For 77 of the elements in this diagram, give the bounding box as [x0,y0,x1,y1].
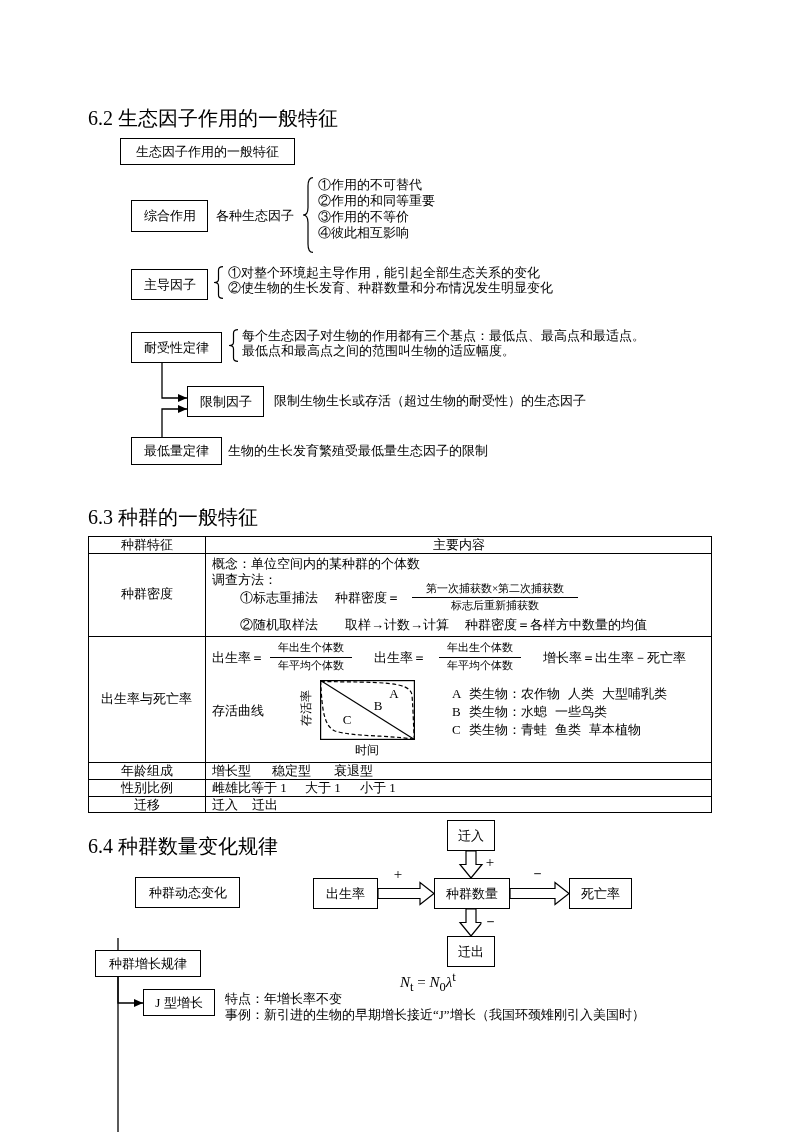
description-text: 每个生态因子对生物的作用都有三个基点：最低点、最高点和最适点。 [242,328,645,344]
concept-box: 主导因子 [131,269,208,300]
formula-text: 种群密度＝各样方中数量的均值 [465,617,647,633]
curve-label: A [389,686,399,702]
description-text: 最低点和最高点之间的范围叫生物的适应幅度。 [242,343,515,359]
fraction-denominator: 年平均个体数 [447,659,513,672]
concept-box: 迁入 [447,820,495,851]
table-text: ②随机取样法 [240,617,318,633]
description-text: 特点：年增长率不变 [225,991,342,1007]
concept-box: 迁出 [447,936,495,967]
formula-text: 种群密度＝ [335,590,400,606]
formula-text: 出生率＝ [374,650,426,666]
table-text: 存活曲线 [212,703,264,719]
table-text: 概念：单位空间内的某种群的个体数 [212,556,420,572]
table-text: 迁入 [212,797,238,813]
description-text: 限制生物生长或存活（超过生物的耐受性）的生态因子 [274,393,586,409]
fraction-denominator: 标志后重新捕获数 [451,599,539,612]
fraction-numerator: 年出生个体数 [447,641,513,654]
table-text: 雌雄比等于 1 [212,780,287,796]
concept-box: 种群动态变化 [135,877,240,908]
formula: N$_{t}$ = N$_{0}$λ$^{t}$ [400,969,456,996]
concept-box: 最低量定律 [131,437,222,465]
row-header: 迁移 [133,797,160,813]
description-text: 事例：新引进的生物的早期增长接近“J”增长（我国环颈雉刚引入美国时） [225,1007,645,1023]
concept-box: 出生率 [313,878,378,909]
formula-text: 增长率＝出生率－死亡率 [543,650,686,666]
arrow [161,362,188,402]
column-header: 种群特征 [120,537,173,553]
curve-label: B [373,698,383,714]
table-text: B 类生物：水螅 一些鸟类 [452,704,608,720]
row-header: 性别比例 [120,780,173,796]
axis-label: 存活率 [299,690,313,726]
row-header: 种群密度 [120,586,173,602]
section-heading: 6.4 种群数量变化规律 [88,834,278,858]
concept-box: 生态因子作用的一般特征 [120,138,295,165]
block-arrow [458,850,484,879]
connector-line [117,937,119,951]
list-item: ①对整个环境起主导作用，能引起全部生态关系的变化 [228,265,540,281]
list-item: ②使生物的生长发育、种群数量和分布情况发生明显变化 [228,280,553,296]
concept-box: 种群增长规律 [95,950,201,977]
axis-label: 时间 [355,743,379,757]
concept-box: 综合作用 [131,200,208,232]
table-text: 衰退型 [334,763,373,779]
fraction-numerator: 年出生个体数 [278,641,344,654]
table-text: 增长型 [212,763,251,779]
concept-box: 限制因子 [187,386,264,417]
column-header: 主要内容 [432,537,485,553]
fraction-denominator: 年平均个体数 [278,659,344,672]
row-header: 出生率与死亡率 [101,691,192,707]
table-text: 迁出 [252,797,278,813]
concept-box: 死亡率 [569,878,632,909]
table-text: 大于 1 [305,780,341,796]
list-item: ②作用的和同等重要 [318,193,435,209]
table-text: ①标志重捕法 [240,590,318,606]
concept-box: 种群数量 [434,878,510,909]
table-text: C 类生物：青蛙 鱼类 草本植物 [452,722,642,738]
table-text: A 类生物：农作物 人类 大型哺乳类 [452,686,668,702]
curve-label: C [342,712,352,728]
concept-box: J 型增长 [143,989,215,1016]
list-item: ③作用的不等价 [318,209,409,225]
arrow [161,405,188,438]
block-arrow [509,881,570,906]
table-text: 取样→计数→计算 [345,617,449,633]
formula-text: 出生率＝ [212,650,264,666]
block-arrow [458,908,484,937]
description-text: 生物的生长发育繁殖受最低量生态因子的限制 [228,443,488,459]
table-text: 调查方法： [212,572,277,588]
row-header: 年龄组成 [120,763,173,779]
table-text: 稳定型 [272,763,311,779]
connector-line [117,976,119,1132]
section-heading: 6.3 种群的一般特征 [88,505,258,529]
block-arrow [377,881,435,906]
list-item: ①作用的不可替代 [318,177,422,193]
fraction-numerator: 第一次捕获数×第二次捕获数 [425,582,565,595]
table-text: 小于 1 [360,780,396,796]
list-item: ④彼此相互影响 [318,225,409,241]
concept-box: 耐受性定律 [131,332,222,363]
